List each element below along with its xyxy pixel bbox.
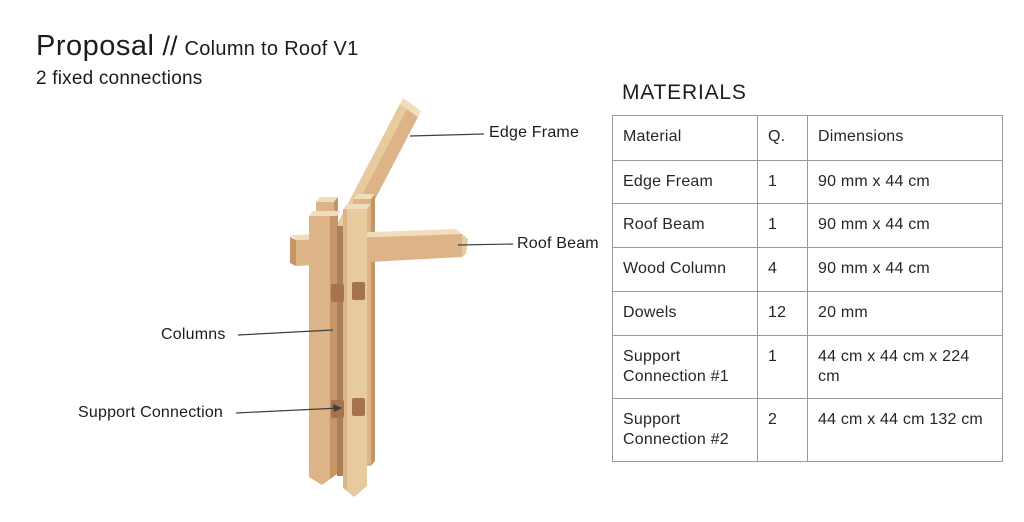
wood-structure bbox=[290, 98, 468, 497]
table-row: Edge Fream 1 90 mm x 44 cm bbox=[612, 160, 1003, 204]
cell-material: Roof Beam bbox=[612, 203, 758, 248]
roof-beam-left-cap bbox=[290, 237, 296, 266]
title-separator: // bbox=[162, 31, 178, 61]
cell-material: Wood Column bbox=[612, 247, 758, 292]
header-dimensions: Dimensions bbox=[807, 115, 1003, 161]
support-connection-leader-line bbox=[235, 407, 341, 414]
dowel-upper-left bbox=[331, 284, 344, 302]
cell-qty: 12 bbox=[757, 291, 808, 336]
title-detail: Column to Roof V1 bbox=[184, 38, 359, 60]
table-row: Support Connection #2 2 44 cm x 44 cm 13… bbox=[612, 398, 1003, 462]
dowel-upper-right bbox=[352, 282, 365, 300]
back-column-left-top bbox=[316, 197, 338, 202]
cell-material: Edge Fream bbox=[612, 160, 758, 204]
cell-qty: 1 bbox=[757, 335, 808, 399]
cell-qty: 1 bbox=[757, 203, 808, 248]
title-main: Proposal bbox=[36, 30, 155, 62]
cell-dimensions: 90 mm x 44 cm bbox=[807, 160, 1003, 204]
table-row: Support Connection #1 1 44 cm x 44 cm x … bbox=[612, 335, 1003, 399]
front-column-left-side bbox=[330, 216, 337, 479]
table-row: Roof Beam 1 90 mm x 44 cm bbox=[612, 203, 1003, 248]
leader-lines bbox=[235, 133, 514, 414]
cell-material: Dowels bbox=[612, 291, 758, 336]
table-header-row: Material Q. Dimensions bbox=[612, 115, 1003, 161]
dowel-lower-right bbox=[352, 398, 365, 416]
support-connection-label: Support Connection bbox=[78, 404, 224, 421]
cell-material: Support Connection #2 bbox=[612, 398, 758, 462]
header-material: Material bbox=[612, 115, 758, 161]
cell-qty: 1 bbox=[757, 160, 808, 204]
cell-dimensions: 44 cm x 44 cm x 224 cm bbox=[807, 335, 1003, 399]
front-column-left-top bbox=[309, 211, 341, 216]
cell-dimensions: 44 cm x 44 cm 132 cm bbox=[807, 398, 1003, 462]
cell-material: Support Connection #1 bbox=[612, 335, 758, 399]
cell-dimensions: 90 mm x 44 cm bbox=[807, 203, 1003, 248]
front-column-right-front bbox=[343, 209, 367, 497]
back-column-right-top bbox=[353, 194, 375, 199]
header-qty: Q. bbox=[757, 115, 808, 161]
materials-heading: MATERIALS bbox=[622, 81, 747, 104]
back-column-right-side bbox=[371, 194, 375, 466]
roof-beam-label: Roof Beam bbox=[517, 235, 599, 252]
title-block: Proposal// Column to Roof V1 2 fixed conn… bbox=[36, 30, 359, 90]
cell-dimensions: 90 mm x 44 cm bbox=[807, 247, 1003, 292]
roof-beam-leader-line bbox=[457, 243, 514, 246]
front-column-right-edge bbox=[343, 209, 347, 490]
cell-qty: 4 bbox=[757, 247, 808, 292]
column-gap-shadow bbox=[337, 226, 343, 476]
support-connection-arrowhead bbox=[333, 404, 342, 412]
roof-beam-right-cap bbox=[462, 234, 468, 257]
cell-dimensions: 20 mm bbox=[807, 291, 1003, 336]
edge-frame-leader-line bbox=[409, 133, 485, 137]
page-title: Proposal// Column to Roof V1 bbox=[36, 30, 359, 63]
edge-frame-label: Edge Frame bbox=[489, 124, 580, 141]
materials-table: Material Q. Dimensions Edge Fream 1 90 m… bbox=[612, 115, 1003, 462]
front-column-right-top bbox=[343, 204, 371, 209]
columns-label: Columns bbox=[161, 326, 226, 343]
table-row: Wood Column 4 90 mm x 44 cm bbox=[612, 247, 1003, 292]
table-row: Dowels 12 20 mm bbox=[612, 291, 1003, 336]
edge-frame-beam-end-cap bbox=[400, 98, 421, 117]
cell-qty: 2 bbox=[757, 398, 808, 462]
page-subtitle: 2 fixed connections bbox=[36, 68, 203, 89]
columns-leader-line bbox=[237, 329, 334, 336]
